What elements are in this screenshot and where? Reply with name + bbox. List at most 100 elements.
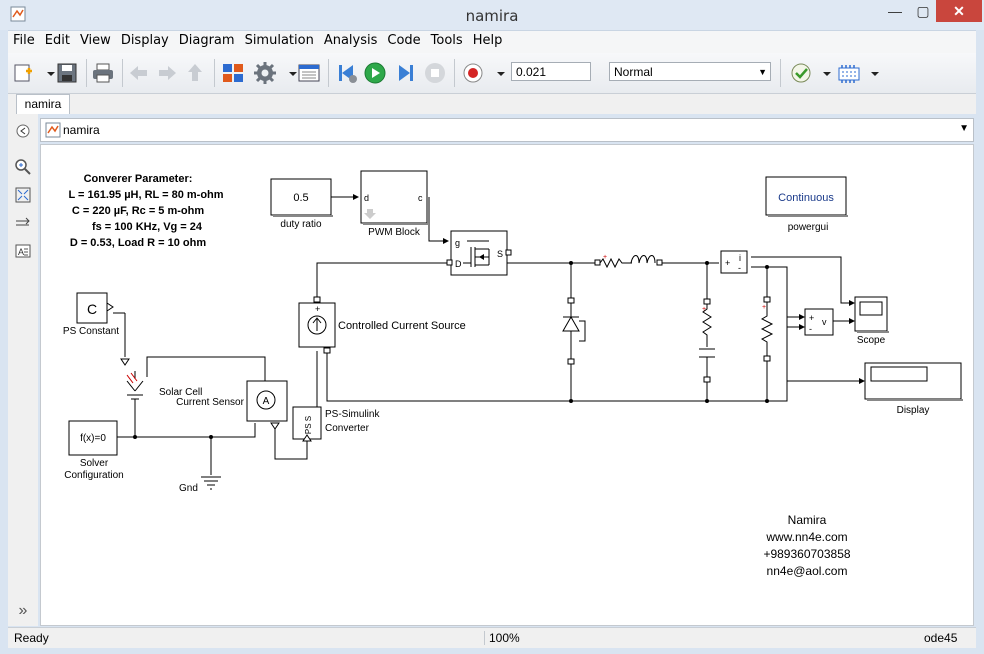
menu-code[interactable]: Code [387, 33, 421, 48]
menu-display[interactable]: Display [120, 33, 169, 48]
solver-configuration-block[interactable]: f(x)=0 Solver Configuration [64, 420, 124, 481]
model-config-gear-icon[interactable] [252, 61, 278, 85]
wire-junctions [133, 261, 769, 439]
step-forward-icon[interactable] [392, 61, 418, 85]
print-icon[interactable] [90, 61, 116, 85]
current-measurement-block[interactable]: + i - [720, 250, 748, 274]
save-icon[interactable] [54, 61, 80, 85]
inductor-pos-mark: + [603, 254, 607, 261]
load-pos-mark: + [762, 304, 766, 311]
expand-palette-icon[interactable]: » [18, 602, 28, 619]
ps-constant-block[interactable]: C PS Constant [63, 292, 119, 337]
contact-email: nn4e@aol.com [767, 564, 848, 578]
model-advisor-check-icon[interactable] [788, 61, 814, 85]
duty-label: duty ratio [280, 219, 322, 230]
status-bar: Ready 100% ode45 [8, 627, 976, 648]
forward-arrow-icon[interactable] [154, 61, 180, 85]
stop-icon[interactable] [422, 61, 448, 85]
menu-analysis[interactable]: Analysis [323, 33, 378, 48]
ground-block[interactable]: Gnd [179, 476, 221, 494]
vm-minus: - [809, 324, 812, 334]
diode-block[interactable] [562, 297, 586, 365]
tab-namira[interactable]: namira [16, 94, 70, 114]
advisor-dropdown-icon[interactable] [814, 61, 831, 85]
toolbar: 0.021 Normal ▼ [8, 53, 976, 94]
menu-view[interactable]: View [79, 33, 111, 48]
vm-v: v [822, 317, 827, 327]
record-dropdown-icon[interactable] [488, 61, 505, 85]
im-i: i [739, 253, 741, 263]
back-arrow-icon[interactable] [126, 61, 152, 85]
ps-sim-text: PS S [304, 416, 313, 434]
simulation-mode-select[interactable]: Normal ▼ [609, 62, 771, 81]
mosfet-block[interactable]: g D S [446, 230, 512, 276]
step-back-icon[interactable] [334, 61, 360, 85]
scope-label: Scope [857, 335, 886, 346]
simulink-diagram: Converer Parameter: L = 161.95 µH, RL = … [63, 170, 963, 578]
up-arrow-icon[interactable] [182, 61, 208, 85]
display-block[interactable]: Display [864, 362, 963, 416]
mosfet-port-d: D [455, 259, 462, 269]
solver-text: f(x)=0 [80, 433, 106, 444]
mosfet-port-s: S [497, 249, 503, 259]
powergui-block[interactable]: Continuous powergui [765, 176, 848, 233]
display-label: Display [897, 405, 930, 416]
library-browser-icon[interactable] [220, 61, 246, 85]
solver-name: ode45 [924, 631, 958, 645]
maximize-button[interactable]: ▢ [916, 3, 930, 19]
ccs-plus-mark: + [315, 304, 320, 314]
menu-simulation[interactable]: Simulation [244, 33, 314, 48]
address-dropdown-icon[interactable]: ▼ [959, 123, 969, 134]
menu-help[interactable]: Help [472, 33, 503, 48]
zoom-icon[interactable] [14, 158, 32, 176]
ammeter-icon: A [263, 396, 270, 407]
inductor-rl[interactable]: + [594, 254, 663, 269]
solar-cell-block[interactable]: Solar Cell [120, 358, 202, 405]
load-resistor[interactable]: + [760, 296, 774, 362]
current-sensor-block[interactable]: A Current Sensor [176, 380, 288, 430]
scope-block[interactable]: Scope [854, 296, 889, 346]
record-icon[interactable] [460, 61, 486, 85]
contact-name: Namira [788, 513, 827, 527]
model-address-bar[interactable]: namira ▼ [40, 118, 974, 142]
close-button[interactable]: ✕ [936, 0, 982, 22]
pwm-port-c: c [418, 193, 423, 203]
wire-arrowheads [353, 194, 865, 384]
voltage-measurement-block[interactable]: + v - [804, 308, 834, 336]
contact-website: www.nn4e.com [765, 530, 847, 544]
menu-edit[interactable]: Edit [44, 33, 70, 48]
ps-constant-symbol: C [87, 301, 97, 317]
ps-simulink-converter[interactable]: PS S PS-Simulink Converter [292, 406, 380, 442]
new-model-icon[interactable] [12, 61, 38, 85]
im-plus: + [725, 258, 730, 268]
solver-label-1: Solver [80, 458, 109, 469]
run-play-icon[interactable] [362, 61, 388, 85]
param-line-1: L = 161.95 µH, RL = 80 m-ohm [68, 189, 223, 201]
capacitor-rc[interactable]: + [699, 298, 715, 383]
menu-tools[interactable]: Tools [430, 33, 463, 48]
hide-browser-icon[interactable] [14, 122, 32, 140]
build-model-icon[interactable] [836, 61, 862, 85]
model-explorer-icon[interactable] [296, 61, 322, 85]
duty-ratio-block[interactable]: 0.5 duty ratio [270, 178, 333, 230]
param-line-2: C = 220 µF, Rc = 5 m-ohm [72, 205, 204, 217]
minimize-button[interactable]: — [888, 3, 902, 19]
contact-annotation: Namira www.nn4e.com +989360703858 nn4e@a… [763, 513, 850, 578]
menu-file[interactable]: File [13, 33, 35, 48]
fit-to-view-icon[interactable] [14, 186, 32, 204]
solver-label-2: Configuration [64, 470, 123, 481]
zoom-level: 100% [484, 631, 520, 645]
pwm-block[interactable]: d c PWM Block [360, 170, 429, 238]
annotation-icon[interactable]: A [14, 242, 32, 260]
new-dropdown-icon[interactable] [38, 61, 55, 85]
menu-diagram[interactable]: Diagram [178, 33, 235, 48]
build-dropdown-icon[interactable] [862, 61, 879, 85]
status-text: Ready [14, 631, 49, 645]
ps-sim-label-1: PS-Simulink [325, 409, 380, 420]
gear-dropdown-icon[interactable] [280, 61, 297, 85]
powergui-label: powergui [788, 222, 829, 233]
route-lines-icon[interactable] [14, 214, 32, 232]
controlled-current-source[interactable]: + Controlled Current Source [298, 296, 466, 354]
stop-time-input[interactable]: 0.021 [511, 62, 591, 81]
model-canvas[interactable]: Converer Parameter: L = 161.95 µH, RL = … [40, 144, 974, 626]
